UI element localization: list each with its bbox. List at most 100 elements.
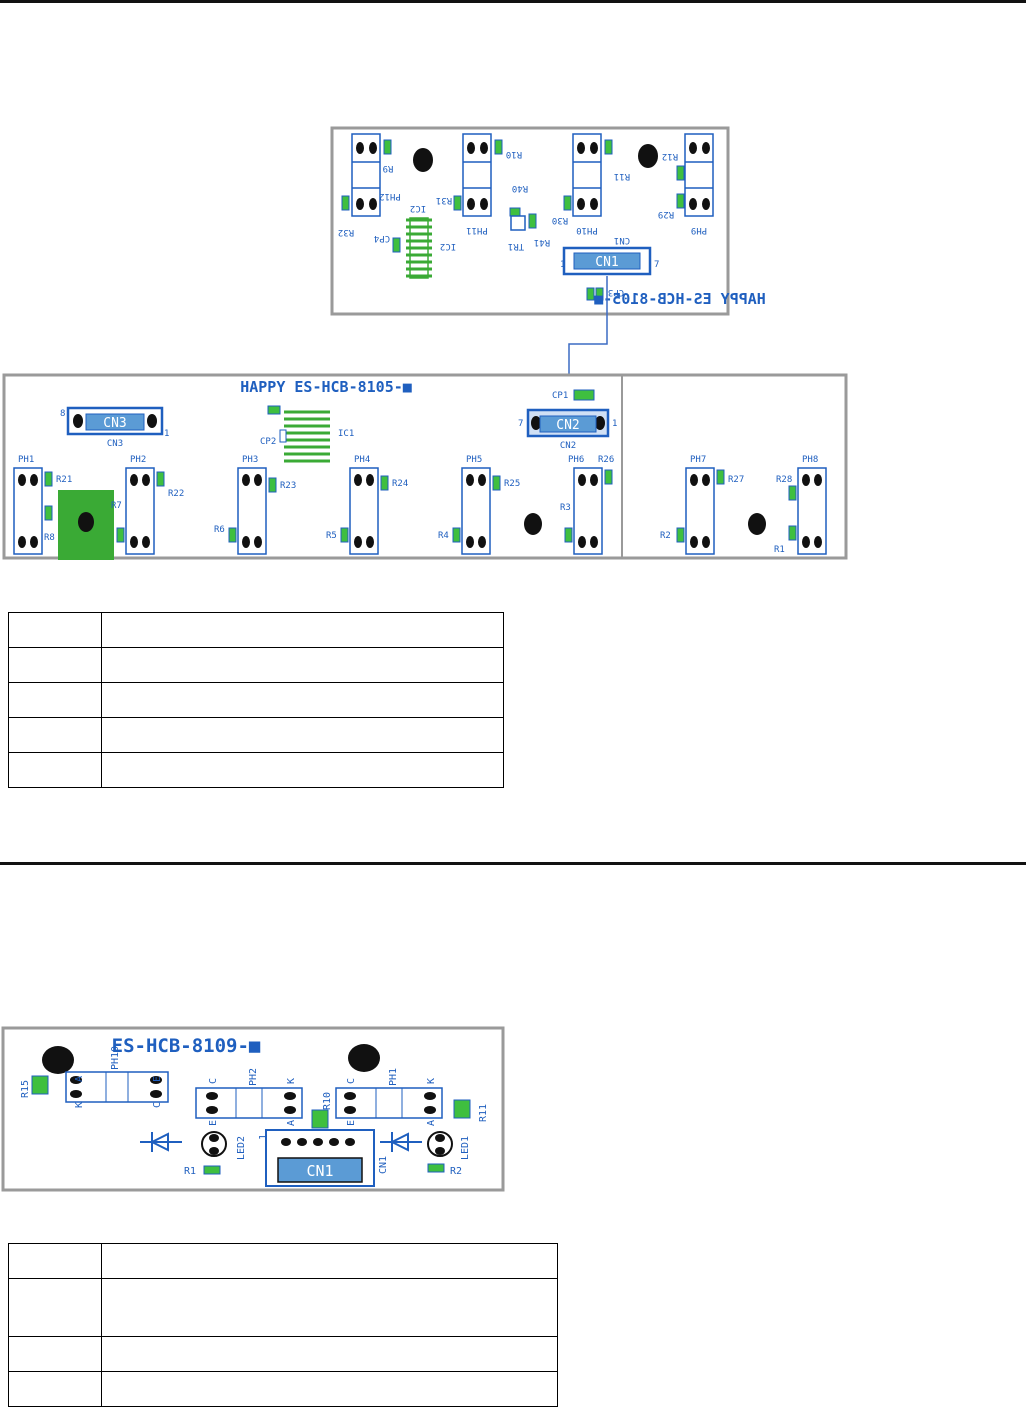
label-a1: A: [74, 1076, 85, 1082]
label-r5: R5: [326, 531, 337, 541]
ph10-footprint: [65, 1071, 169, 1103]
table-row: [8, 717, 504, 753]
mount-hole: [42, 1046, 74, 1074]
cap-cp3: [586, 287, 595, 301]
label-r22: R22: [168, 489, 184, 499]
label-r2: R2: [660, 531, 671, 541]
label-led1: LED1: [460, 1136, 471, 1160]
solder-pad: [802, 474, 810, 486]
label-ic2a: IC2: [410, 203, 426, 213]
label-r31: R31: [436, 195, 452, 205]
ph1-footprint: [335, 1087, 443, 1119]
ph11-footprint: [462, 133, 492, 217]
table-row: [8, 1278, 558, 1337]
table-cell: [101, 1278, 558, 1337]
table-cell: [8, 682, 102, 718]
label-ic1: IC1: [338, 429, 354, 439]
table-row: [8, 612, 504, 648]
pin-label: 1: [164, 429, 169, 439]
ph12-footprint: [351, 133, 381, 217]
table-cell: [8, 1278, 102, 1337]
label-r2: R2: [450, 1166, 462, 1177]
solder-pad: [30, 474, 38, 486]
cn2-connector-label: CN2: [556, 418, 579, 433]
label-r23: R23: [280, 481, 296, 491]
label-cp3: CP3: [608, 287, 624, 297]
cap-cp4: [392, 237, 401, 253]
label-cp4: CP4: [374, 233, 390, 243]
ph2-footprint: [125, 467, 155, 555]
bottom-board-diagram: HAPPY ES-HCB-8105-■ CN3 CN3 8 1 CP2 IC1 …: [2, 373, 848, 560]
label-tr1: TR1: [508, 241, 524, 251]
label-r7: R7: [111, 501, 122, 511]
table-cell: [101, 1336, 558, 1372]
cn1-connector-label: CN1: [306, 1162, 333, 1180]
resistor-r10: [311, 1109, 329, 1129]
solder-pad: [578, 474, 586, 486]
resistor-r15: [31, 1075, 49, 1095]
cap-cp3b: [595, 287, 604, 301]
label-r10: R10: [506, 149, 522, 159]
label-ph6: PH6: [568, 455, 584, 465]
label-ph4: PH4: [354, 455, 370, 465]
table-row: [8, 1336, 558, 1372]
solder-pad: [242, 536, 250, 548]
diode-symbol: [380, 1132, 422, 1152]
resistor-r11: [453, 1099, 471, 1119]
ph2-footprint: [195, 1087, 303, 1119]
mount-hole: [524, 513, 542, 535]
label-pin1: 1: [258, 1134, 269, 1140]
resistor-r23: [268, 477, 277, 493]
led2-footprint: [201, 1131, 227, 1157]
resistor-r22: [156, 471, 165, 487]
cn3-connector: [85, 413, 145, 431]
resistor-r6: [228, 527, 237, 543]
resistor-r41: [528, 213, 537, 229]
solder-pad: [690, 474, 698, 486]
solder-pad: [478, 474, 486, 486]
solder-pad: [578, 536, 586, 548]
transistor-tr1: [510, 215, 526, 231]
solder-pad: [590, 474, 598, 486]
resistor-r26: [604, 469, 613, 485]
resistor-r4: [452, 527, 461, 543]
label-r12: R12: [662, 151, 678, 161]
table-cell: [8, 1371, 102, 1407]
resistor-r3: [564, 527, 573, 543]
table-cell: [8, 612, 102, 648]
top-rule: [0, 0, 1026, 3]
label-ph8: PH8: [802, 455, 818, 465]
pin-label: 7: [518, 419, 523, 429]
solder-pad: [254, 536, 262, 548]
third-board-title: ES-HCB-8109-■: [112, 1035, 261, 1057]
label-ph2: PH2: [248, 1068, 259, 1086]
label-ph9: PH9: [691, 225, 707, 235]
cn1-connector: [573, 252, 641, 270]
label-r24: R24: [392, 479, 408, 489]
cn2-connector: [539, 415, 597, 433]
mount-hole: [638, 144, 658, 168]
label-r6: R6: [214, 525, 225, 535]
label-ph12: PH12: [379, 191, 401, 201]
label-a2: A: [286, 1120, 297, 1126]
resistor-r12: [676, 165, 685, 181]
ph4-footprint: [349, 467, 379, 555]
label-r25: R25: [504, 479, 520, 489]
resistor-r1: [203, 1165, 221, 1175]
label-c2: C: [208, 1078, 219, 1084]
pin-label: 7: [654, 260, 659, 270]
solder-pad: [466, 536, 474, 548]
label-a3: A: [426, 1120, 437, 1126]
table-row: [8, 647, 504, 683]
ph5-footprint: [461, 467, 491, 555]
label-r29: R29: [658, 209, 674, 219]
solder-pad: [366, 474, 374, 486]
table-cell: [101, 612, 504, 648]
label-ph2: PH2: [130, 455, 146, 465]
resistor-r24: [380, 475, 389, 491]
label-ph11: PH11: [466, 225, 488, 235]
resistor-r27: [716, 469, 725, 485]
solder-pad: [130, 536, 138, 548]
table-cell: [8, 647, 102, 683]
third-board-diagram: ES-HCB-8109-■ CN1 R15 PH10 PH2 PH1 R10 R…: [1, 1026, 505, 1192]
